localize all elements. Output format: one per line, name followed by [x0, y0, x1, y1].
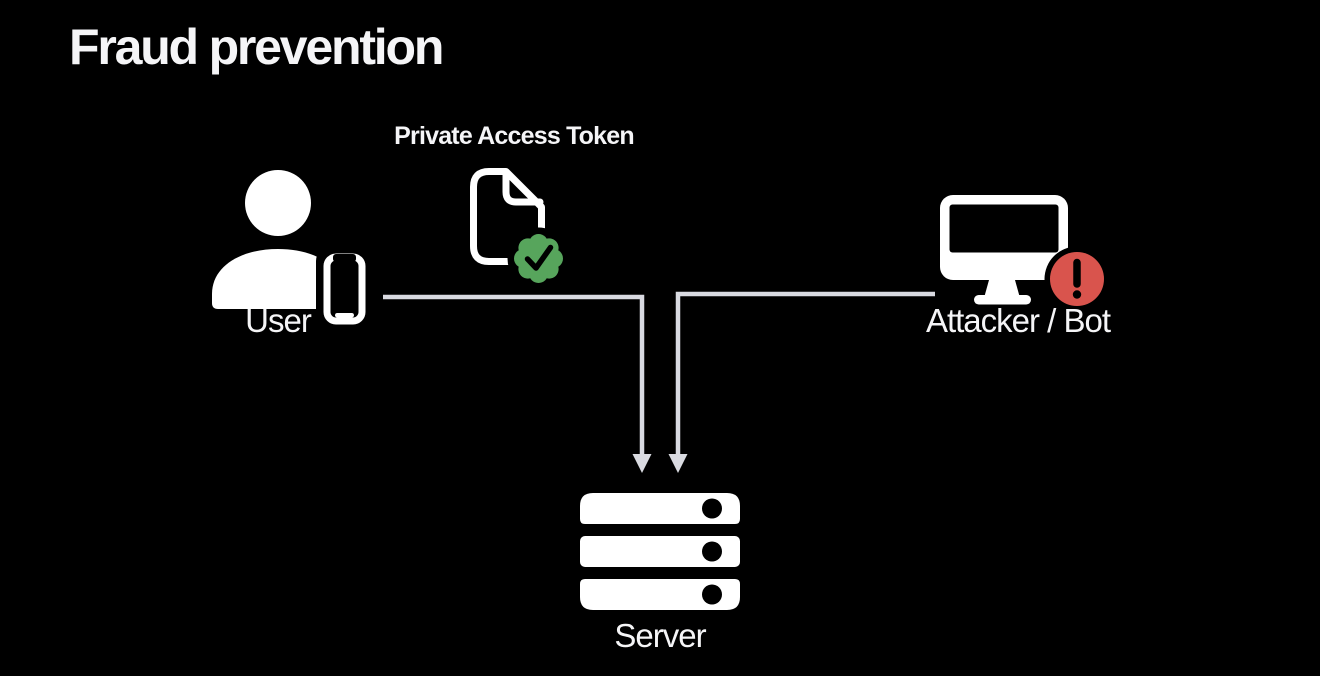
- checkmark-seal-icon: [507, 227, 570, 290]
- user-label: User: [245, 302, 312, 339]
- checkmark-icon: [524, 244, 554, 271]
- user-to-server-connector: [383, 294, 652, 473]
- slide-title: Fraud prevention: [69, 19, 444, 75]
- person-with-iphone-icon: [212, 170, 373, 336]
- arrowhead-down-icon: [632, 454, 652, 473]
- arrowhead-down-icon: [668, 454, 688, 473]
- server-label: Server: [614, 617, 706, 654]
- attacker-to-server-connector: [668, 291, 935, 473]
- private-access-token-label: Private Access Token: [394, 122, 635, 150]
- person-icon: [212, 170, 344, 309]
- document-with-checkmark-seal-icon: [470, 168, 570, 290]
- desktop-computer-icon: [940, 195, 1068, 305]
- desktop-with-alert-badge-icon: [940, 195, 1110, 312]
- server-rack-icon: [580, 493, 740, 610]
- alert-badge-icon: [1044, 246, 1110, 312]
- server-rack-slabs: [580, 493, 740, 610]
- iphone-icon: [316, 246, 373, 336]
- attacker-label: Attacker / Bot: [925, 302, 1111, 339]
